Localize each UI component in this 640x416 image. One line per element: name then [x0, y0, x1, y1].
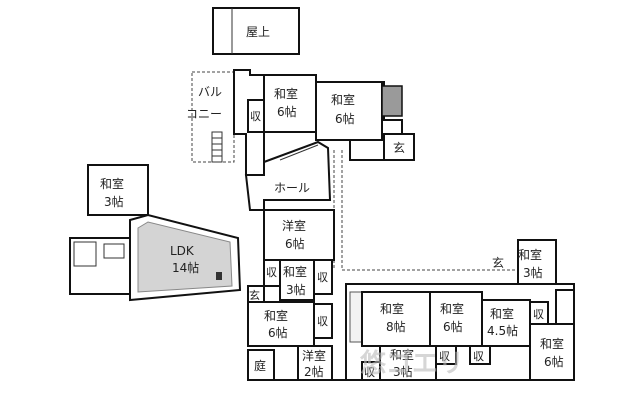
garden-label: 庭	[254, 358, 266, 373]
washitsu-6b-name: 和室	[331, 92, 355, 107]
washitsu-6-low-name: 和室	[264, 308, 288, 323]
rooftop-room	[212, 7, 300, 55]
garden	[247, 349, 275, 381]
storage-mid-left-label: 収	[266, 266, 277, 279]
washitsu-6a-name: 和室	[274, 86, 298, 101]
balcony-label-2: コニー	[186, 107, 222, 121]
washitsu-3-right-size: 3帖	[523, 265, 543, 280]
yoshitsu-6-size: 6帖	[285, 236, 305, 251]
watermark-logo: 悠ゴエリ	[359, 348, 464, 379]
storage-mid-right-label: 収	[317, 271, 328, 284]
hall-label: ホール	[274, 181, 310, 195]
entrance-right-label: 玄	[492, 255, 504, 270]
yoshitsu-2-size: 2帖	[304, 364, 324, 379]
storage-bottom-1-label: 収	[364, 366, 375, 379]
balcony-label-1: バル	[198, 85, 222, 99]
ldk-annex-sink	[103, 243, 125, 259]
tatami-edge	[349, 291, 363, 343]
ldk-appliance	[216, 272, 222, 280]
yoshitsu-6-name: 洋室	[282, 218, 306, 233]
washitsu-3-left-room	[87, 164, 149, 216]
storage-bottom-3-label: 収	[473, 350, 484, 363]
washitsu-8-size: 8帖	[386, 319, 406, 334]
washitsu-3-bottom-name: 和室	[390, 347, 414, 362]
ldk-floor-shade	[137, 221, 233, 293]
washitsu-3-left-size: 3帖	[104, 194, 124, 209]
storage-upper-label: 収	[250, 110, 261, 123]
washitsu-8-room	[361, 291, 431, 347]
washitsu-3-mid-room	[279, 259, 315, 301]
entrance-upper	[383, 133, 415, 161]
washitsu-3-left-name: 和室	[100, 176, 124, 191]
washitsu-3-right-room	[517, 239, 557, 285]
ldk-annex-fixture	[73, 241, 97, 267]
storage-mid-right	[313, 259, 333, 295]
washitsu-6-right-size: 6帖	[544, 354, 564, 369]
washitsu-45-size: 4.5帖	[487, 323, 518, 338]
washitsu-3-mid-name: 和室	[283, 264, 307, 279]
washitsu-3-mid-size: 3帖	[286, 282, 306, 297]
storage-bottom-2	[435, 345, 457, 365]
washitsu-6-c-name: 和室	[440, 301, 464, 316]
washitsu-6-c-size: 6帖	[443, 319, 463, 334]
washitsu-3-bottom-size: 3帖	[393, 364, 413, 379]
washitsu-6-low-room	[247, 301, 315, 347]
tokonoma-block	[381, 85, 403, 117]
washitsu-6-c-room	[429, 291, 483, 347]
storage-upper	[247, 99, 265, 133]
stair-top-left	[211, 131, 223, 163]
entrance-upper-label: 玄	[393, 140, 405, 155]
storage-low-label: 収	[317, 315, 328, 328]
washitsu-6-low-size: 6帖	[268, 325, 288, 340]
entrance-mid-label: 玄	[249, 288, 260, 302]
washitsu-6b-room	[315, 81, 383, 141]
washitsu-6-right-name: 和室	[540, 336, 564, 351]
storage-bottom-2-label: 収	[439, 350, 450, 363]
rooftop-label: 屋上	[246, 25, 270, 39]
washitsu-6a-room	[263, 74, 317, 133]
storage-right-label: 収	[533, 308, 544, 321]
yoshitsu-2-name: 洋室	[302, 348, 326, 363]
storage-bottom-3	[469, 345, 491, 365]
washitsu-6b-size: 6帖	[335, 111, 355, 126]
ldk-name: LDK	[170, 244, 195, 258]
storage-low	[313, 303, 333, 339]
washitsu-3-bottom-room	[379, 345, 437, 381]
hall-area	[244, 140, 332, 211]
ldk-size: 14帖	[172, 260, 199, 275]
right-annex	[555, 289, 575, 325]
yoshitsu-6-room	[263, 209, 335, 261]
washitsu-3-right-name: 和室	[518, 247, 542, 262]
hall-stair-edge	[279, 144, 319, 161]
washitsu-45-name: 和室	[490, 306, 514, 321]
washitsu-6a-size: 6帖	[277, 104, 297, 119]
washitsu-6-right-room	[529, 323, 575, 381]
washitsu-8-name: 和室	[380, 301, 404, 316]
washitsu-45-room	[481, 299, 531, 347]
